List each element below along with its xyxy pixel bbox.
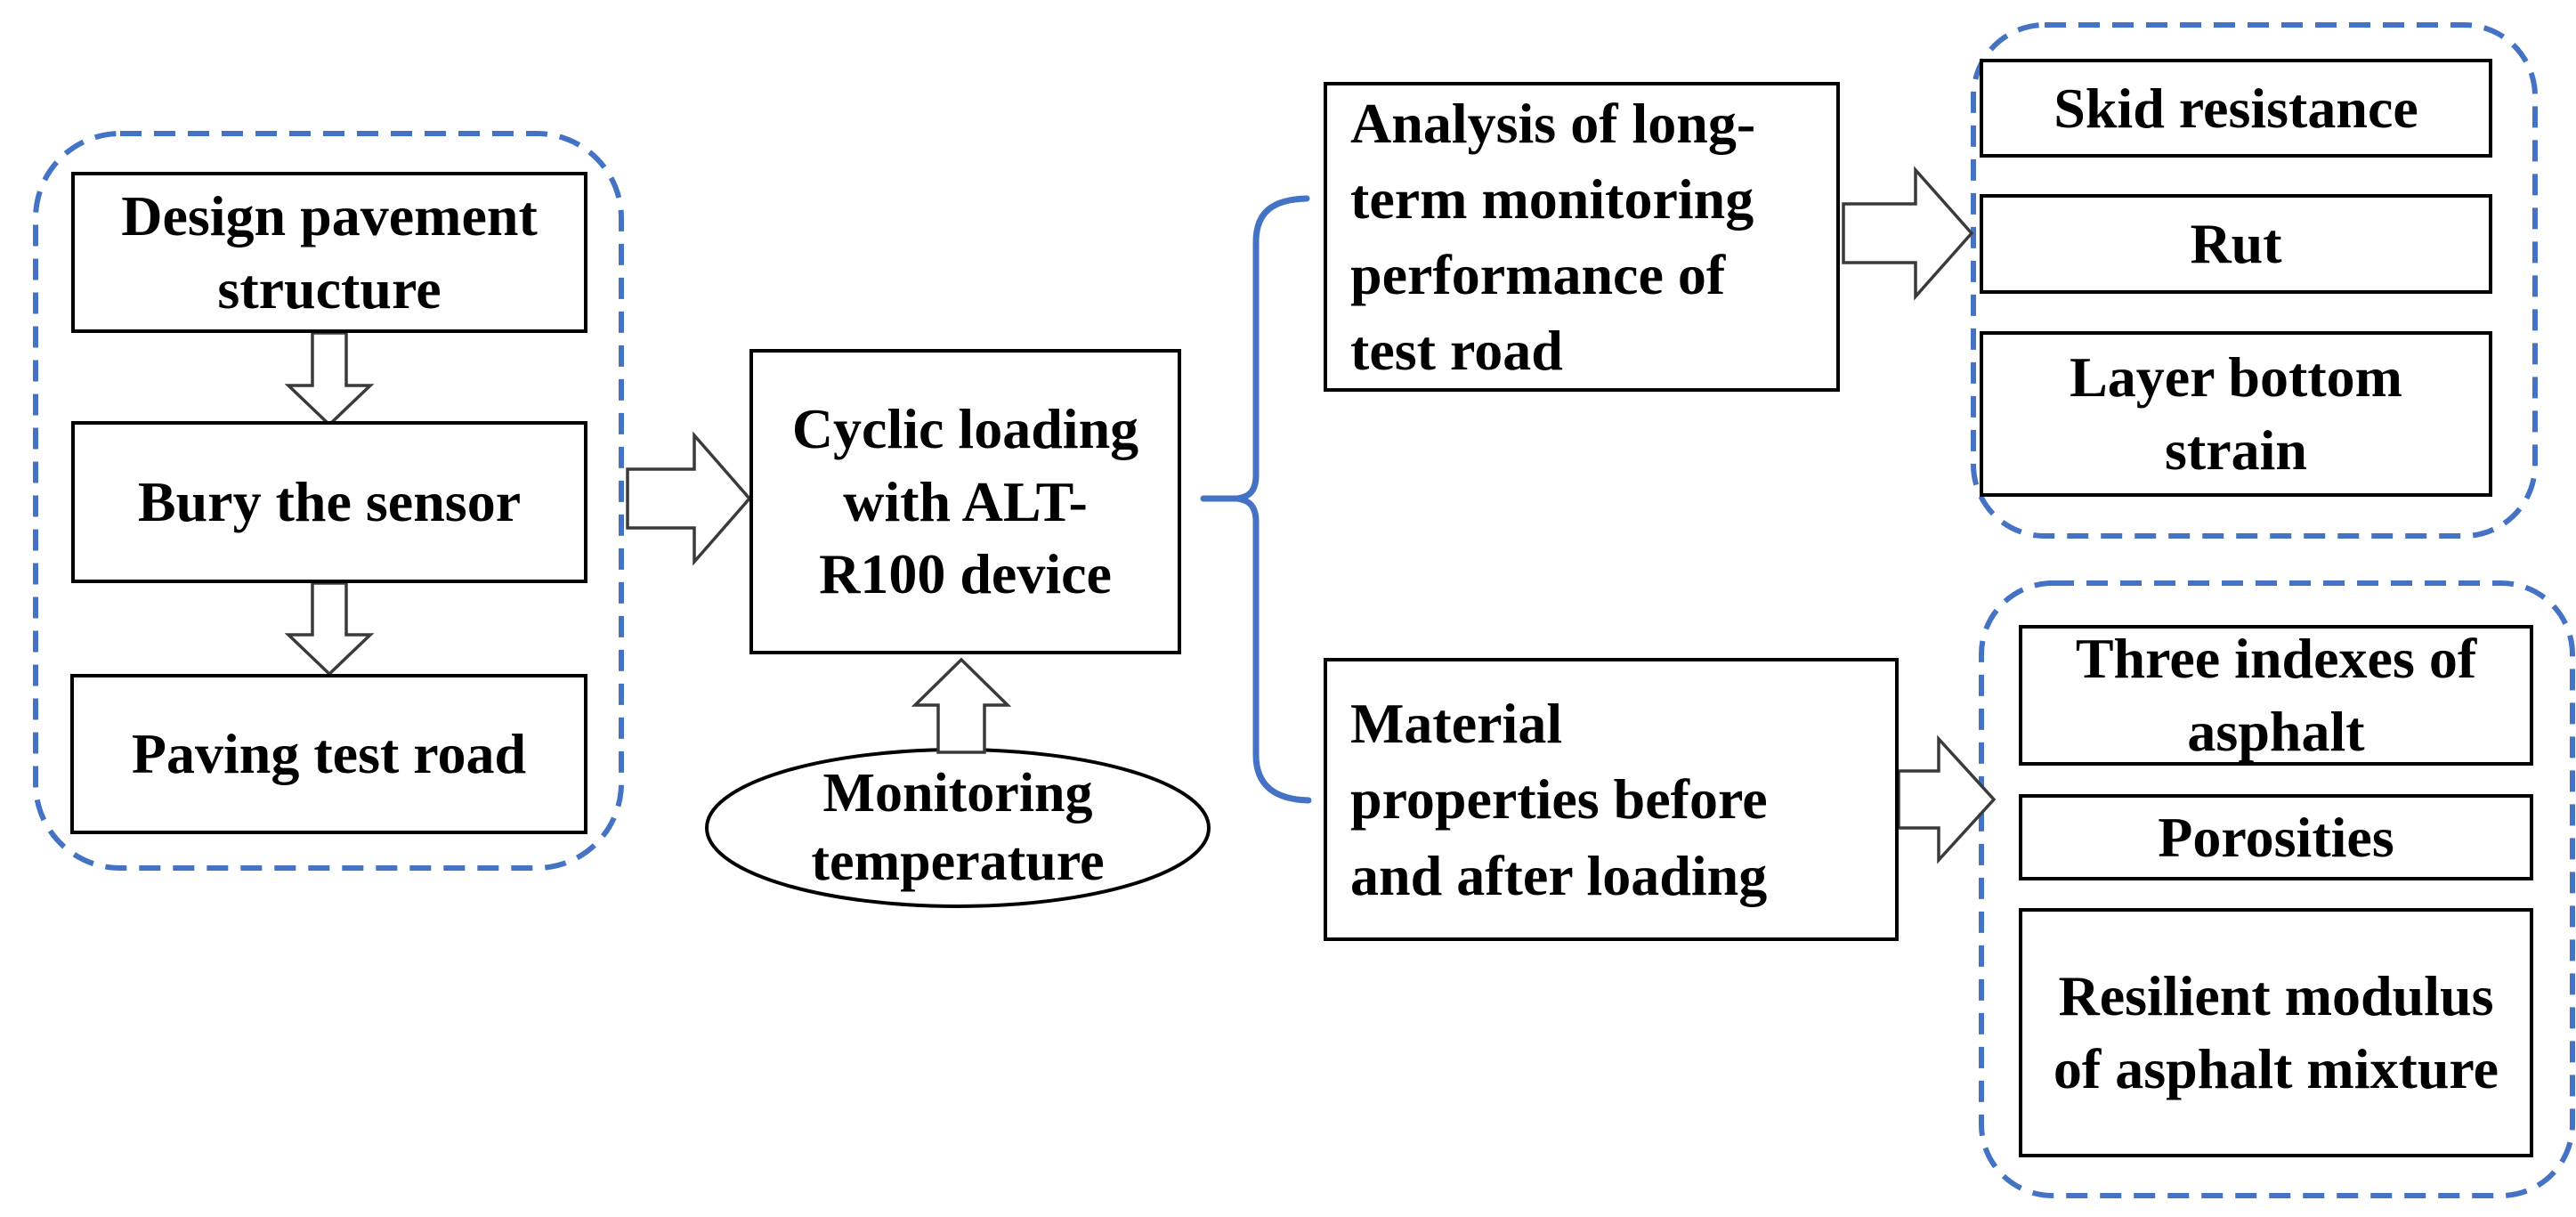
curly-brace-icon [1236,195,1312,804]
design-pavement-structure-box: Design pavement structure [71,172,587,333]
monitoring-outputs-dashed-border [1971,22,2538,539]
monitoring-temperature-label: Monitoring temperature [811,762,1105,893]
output-box-porosities: Porosities [2019,794,2533,880]
right-arrow-icon [626,431,752,566]
output-box-resilient-modulus: Resilient modulus of asphalt mixture [2019,908,2533,1157]
preparation-group-dashed-border [33,131,624,871]
material-outputs-dashed-border [1979,580,2575,1198]
output-box-three-indexes-of-asphalt: Three indexes of asphalt [2019,625,2533,766]
analysis-long-term-monitoring-box: Analysis of long- term monitoring perfor… [1324,82,1840,392]
output-box-rut: Rut [1980,194,2492,294]
right-arrow-icon [1897,734,1997,864]
output-box-skid-resistance: Skid resistance [1980,59,2492,158]
down-arrow-icon [284,581,375,677]
cyclic-loading-box: Cyclic loading with ALT- R100 device [749,349,1181,654]
bury-the-sensor-box: Bury the sensor [71,421,587,583]
down-arrow-icon [284,331,375,427]
paving-test-road-box: Paving test road [70,674,587,834]
up-arrow-icon [911,657,1012,754]
output-box-layer-bottom-strain: Layer bottom strain [1980,331,2492,497]
material-properties-box: Material properties before and after loa… [1324,658,1899,941]
right-arrow-icon [1842,166,1974,301]
